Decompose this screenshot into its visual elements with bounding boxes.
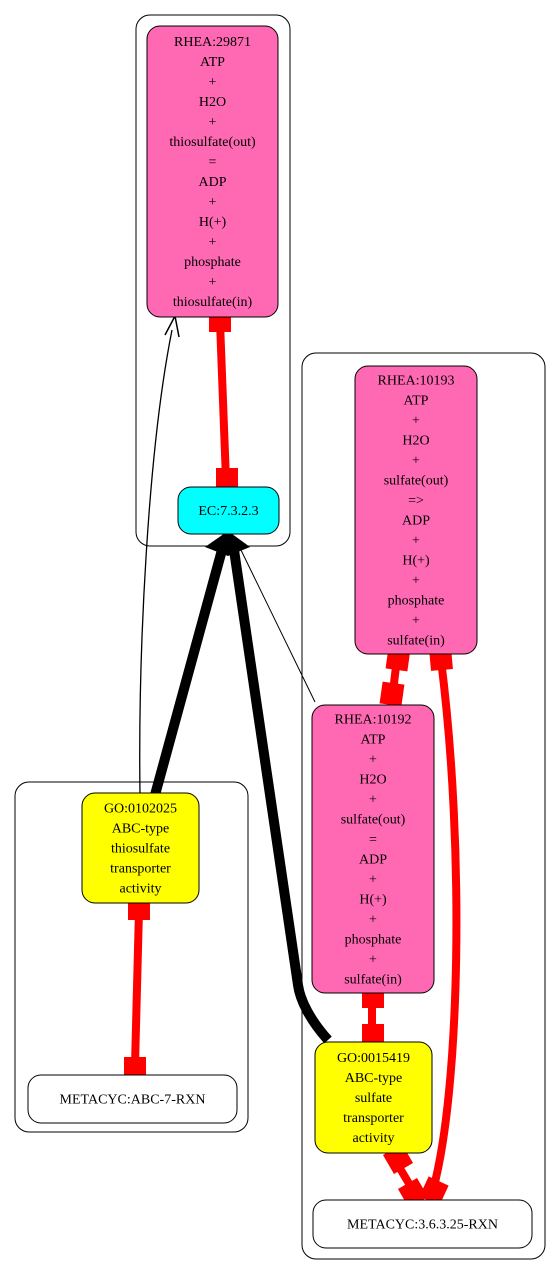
node-text-line: transporter [110, 861, 171, 876]
node-text-line: H2O [199, 95, 226, 110]
cluster-left [14, 781, 249, 1133]
edge-go0102025-ec [150, 548, 227, 797]
node-id-label: RHEA:10192 [335, 712, 412, 727]
node-text-line: + [209, 235, 217, 250]
node-text-line: + [369, 872, 377, 887]
edge-end-square [379, 681, 405, 707]
node-text-line: + [412, 533, 420, 548]
edge-end-square [128, 900, 150, 920]
node-text-line: + [209, 275, 217, 290]
node-metacyc-abc-7-rxn-box [27, 1074, 238, 1124]
edge-rhea29871-ec [216, 321, 230, 481]
node-text-line: + [412, 573, 420, 588]
node-text-line: phosphate [388, 593, 445, 608]
node-id-label: EC:7.3.2.3 [198, 504, 258, 519]
edge-rhea10193-metacyc36325 [429, 659, 461, 1192]
node-text-line: ADP [198, 175, 226, 190]
arrowhead-rhea29871 [164, 313, 180, 338]
node-text-line: ABC-type [112, 821, 170, 836]
edge-end-square [216, 468, 238, 488]
node-id-label: GO:0015419 [337, 1051, 410, 1066]
node-text-line: activity [353, 1131, 395, 1146]
edge-rhea10192-ec [239, 547, 316, 703]
node-text-line: + [369, 752, 377, 767]
node-text-line: phosphate [345, 932, 402, 947]
node-rhea-10193-box [354, 365, 478, 655]
node-id-label: RHEA:29871 [174, 35, 251, 50]
node-ec-7-3-2-3: EC:7.3.2.3 [177, 486, 280, 535]
node-ec-7-3-2-3-box [177, 486, 280, 535]
node-id-label: METACYC:ABC-7-RXN [60, 1092, 206, 1107]
node-rhea-10192-box [311, 704, 435, 994]
node-text-line: thiosulfate(out) [169, 135, 256, 150]
edge-end-square [124, 1057, 146, 1077]
node-text-line: H(+) [359, 892, 387, 907]
node-text-line: = [369, 832, 377, 847]
node-text-line: ATP [404, 393, 429, 408]
node-text-line: ABC-type [345, 1071, 403, 1086]
node-text-line: sulfate(out) [384, 473, 449, 488]
cluster-right [301, 352, 546, 1260]
node-text-line: + [412, 613, 420, 628]
node-text-line: + [369, 792, 377, 807]
node-text-line: activity [120, 881, 162, 896]
node-text-line: sulfate [355, 1091, 392, 1106]
edge-end-square [419, 1176, 449, 1206]
node-text-line: + [412, 413, 420, 428]
node-id-label: RHEA:10193 [378, 373, 455, 388]
node-text-line: = [209, 155, 217, 170]
edge-go0102025-rhea29871 [139, 329, 173, 796]
node-text-line: sulfate(in) [387, 633, 445, 648]
node-text-line: sulfate(out) [341, 812, 406, 827]
node-text-line: thiosulfate [111, 841, 170, 856]
node-text-line: ADP [402, 513, 430, 528]
node-metacyc-abc-7-rxn: METACYC:ABC-7-RXN [27, 1074, 238, 1124]
node-metacyc-3-6-3-25-rxn-box [312, 1199, 533, 1249]
node-text-line: H2O [402, 433, 429, 448]
node-text-line: H(+) [402, 553, 430, 568]
node-id-label: GO:0102025 [104, 801, 177, 816]
node-metacyc-3-6-3-25-rxn: METACYC:3.6.3.25-RXN [312, 1199, 533, 1249]
node-text-line: thiosulfate(in) [173, 295, 253, 310]
node-text-line: phosphate [184, 255, 241, 270]
node-id-label: METACYC:3.6.3.25-RXN [347, 1217, 498, 1232]
node-text-line: + [369, 912, 377, 927]
node-text-line: + [209, 115, 217, 130]
node-text-line: + [369, 952, 377, 967]
node-text-line: => [408, 493, 424, 508]
node-text-line: + [412, 453, 420, 468]
node-go-0015419-box [314, 1041, 433, 1154]
node-text-line: ATP [200, 55, 225, 70]
node-text-line: ADP [359, 852, 387, 867]
edge-go0015419-ec [229, 549, 332, 1044]
node-text-line: sulfate(in) [344, 972, 402, 987]
node-text-line: + [209, 195, 217, 210]
node-text-line: H2O [359, 772, 386, 787]
node-rhea-29871-box [146, 25, 279, 318]
node-text-line: ATP [361, 732, 386, 747]
node-text-line: H(+) [199, 215, 227, 230]
node-text-line: transporter [343, 1111, 404, 1126]
node-text-line: + [209, 75, 217, 90]
node-go-0102025-box [81, 792, 200, 904]
edge-end-square [362, 1024, 384, 1044]
edge-go0102025-metacycabc7 [131, 909, 143, 1066]
arrowhead-ec [205, 531, 250, 556]
